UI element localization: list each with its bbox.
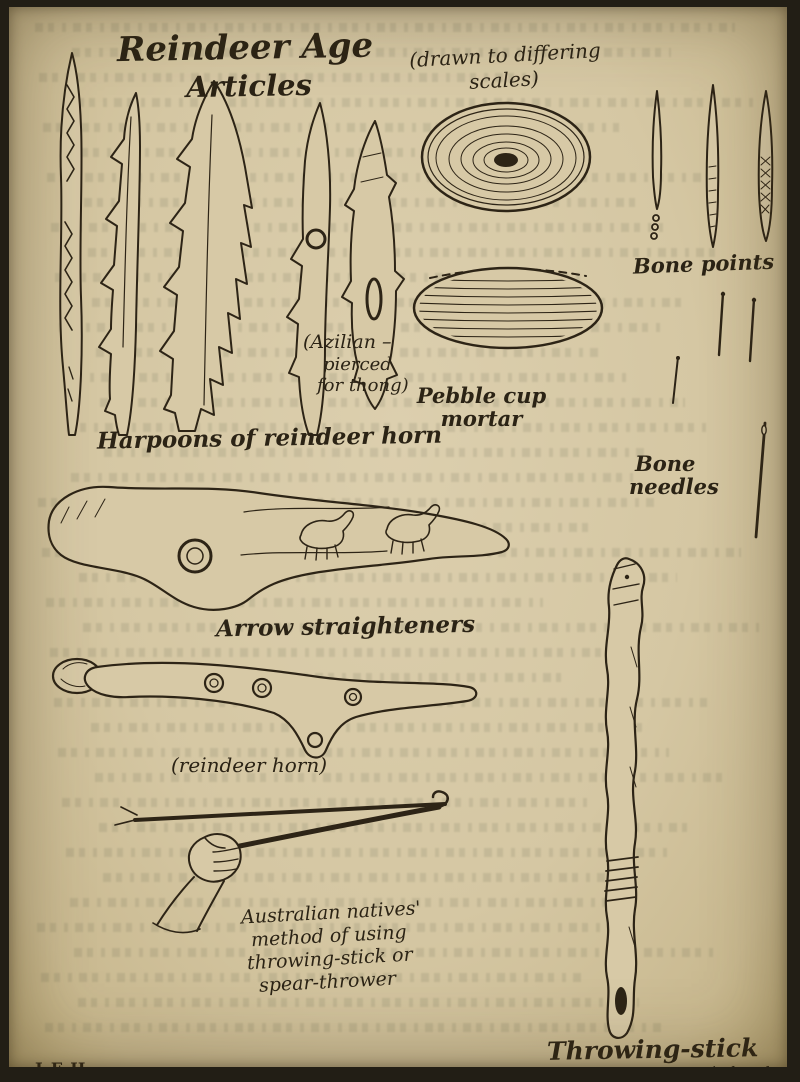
pebble-mortar-side-view-figure bbox=[412, 266, 604, 350]
bone-needles-caption-line1: Bone bbox=[635, 451, 696, 476]
throwing-stick-caption: Throwing-stick bbox=[546, 1033, 759, 1066]
harpoons-caption: Harpoons of reindeer horn bbox=[96, 421, 443, 455]
azilian-pierced-point-figure bbox=[286, 102, 332, 436]
pebble-mortar-caption-line2: mortar bbox=[440, 406, 523, 431]
harpoon-double-barbed-figure bbox=[159, 80, 253, 432]
azilian-note-line1: (Azilian – bbox=[303, 331, 392, 353]
page-title-line2: Articles bbox=[185, 67, 313, 105]
throwing-stick-note: reindeer horn bbox=[695, 1063, 800, 1081]
spear-thrower-hand-figure bbox=[114, 790, 449, 934]
bone-points-caption: Bone points bbox=[632, 248, 775, 279]
arrow-straightener-antler-figure bbox=[47, 485, 510, 611]
arrow-straighteners-caption: Arrow straighteners bbox=[215, 610, 476, 643]
page-title-line1: Reindeer Age bbox=[116, 25, 374, 71]
throwing-stick-figure bbox=[604, 557, 646, 1039]
bone-needles-figure bbox=[672, 291, 767, 539]
perforated-baton-figure bbox=[51, 657, 478, 759]
bone-points-figure bbox=[650, 84, 774, 248]
harpoon-engraved-figure bbox=[59, 52, 83, 436]
harpoon-single-barbed-figure bbox=[98, 92, 141, 436]
straightener-note: (reindeer horn) bbox=[171, 753, 328, 777]
illustrations bbox=[47, 52, 774, 1039]
azilian-note-line3: for thong) bbox=[317, 375, 409, 396]
azilian-note-line2: pierced bbox=[323, 354, 392, 375]
artist-signature: J.F.H. bbox=[35, 1059, 95, 1078]
pebble-mortar-caption-line1: Pebble cup bbox=[416, 383, 547, 408]
leaf-point-figure bbox=[341, 120, 405, 410]
pebble-mortar-top-view-figure bbox=[420, 101, 592, 213]
bone-needles-caption-line2: needles bbox=[629, 474, 719, 499]
